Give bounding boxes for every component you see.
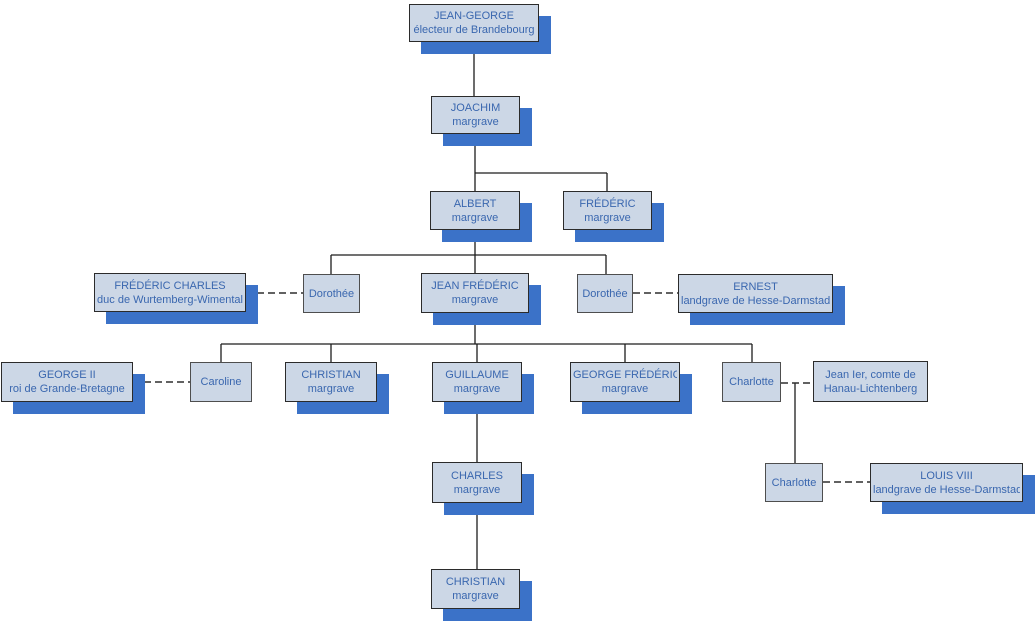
- node-george-ii[interactable]: GEORGE II roi de Grande-Bretagne: [1, 362, 133, 402]
- person-name: Charlotte: [729, 376, 774, 388]
- person-title: margrave: [452, 590, 499, 602]
- person-name: JEAN-GEORGE: [433, 10, 515, 22]
- person-name: FRÉDÉRIC: [579, 197, 636, 210]
- person-title: landgrave de Hesse-Darmstadt: [681, 294, 830, 307]
- person-name: FRÉDÉRIC CHARLES: [114, 279, 226, 292]
- person-name: JOACHIM: [450, 102, 501, 114]
- person-title: roi de Grande-Bretagne: [9, 383, 125, 395]
- person-title: margrave: [307, 383, 355, 395]
- person-name: GEORGE II: [38, 369, 96, 381]
- person-name: CHARLES: [451, 469, 503, 482]
- person-name: JEAN FRÉDÉRIC: [431, 280, 519, 292]
- person-title: margrave: [584, 211, 631, 224]
- person-title: margrave: [453, 483, 501, 496]
- person-title: margrave: [451, 294, 499, 306]
- person-name: LOUIS VIII: [920, 469, 973, 482]
- node-frederic[interactable]: FRÉDÉRIC margrave: [563, 191, 652, 230]
- person-title: duc de Wurtemberg-Wimental: [97, 293, 243, 306]
- node-christian-2[interactable]: CHRISTIAN margrave: [431, 569, 520, 609]
- person-name: Dorothée: [582, 287, 628, 300]
- person-title: Hanau-Lichtenberg: [823, 382, 918, 395]
- person-title: margrave: [451, 211, 499, 224]
- node-caroline[interactable]: Caroline: [190, 362, 252, 402]
- person-title: électeur de Brandebourg: [413, 24, 535, 36]
- person-name: ERNEST: [733, 280, 778, 293]
- person-name: CHRISTIAN: [301, 369, 361, 381]
- node-frederic-charles[interactable]: FRÉDÉRIC CHARLES duc de Wurtemberg-Wimen…: [94, 273, 246, 312]
- person-title: margrave: [453, 383, 501, 395]
- node-albert[interactable]: ALBERT margrave: [430, 191, 520, 230]
- node-jean-frederic[interactable]: JEAN FRÉDÉRIC margrave: [421, 273, 529, 313]
- node-charlotte-2[interactable]: Charlotte: [765, 463, 823, 502]
- node-charlotte-1[interactable]: Charlotte: [722, 362, 781, 402]
- node-louis-viii[interactable]: LOUIS VIII landgrave de Hesse-Darmstadt: [870, 463, 1023, 502]
- person-name: ALBERT: [453, 197, 497, 210]
- person-name: CHRISTIAN: [445, 576, 506, 588]
- node-dorothee-1[interactable]: Dorothée: [303, 274, 360, 313]
- person-name: Dorothée: [308, 287, 355, 300]
- person-name: GEORGE FRÉDÉRIC: [573, 369, 677, 381]
- node-jean-george[interactable]: JEAN-GEORGE électeur de Brandebourg: [409, 4, 539, 42]
- person-title: landgrave de Hesse-Darmstadt: [873, 483, 1020, 496]
- node-ernest[interactable]: ERNEST landgrave de Hesse-Darmstadt: [678, 274, 833, 313]
- node-joachim[interactable]: JOACHIM margrave: [431, 96, 520, 134]
- node-jean-ier[interactable]: Jean Ier, comte de Hanau-Lichtenberg: [813, 361, 928, 402]
- person-name: GUILLAUME: [445, 369, 509, 381]
- node-dorothee-2[interactable]: Dorothée: [577, 274, 633, 313]
- person-name: Jean Ier, comte de: [825, 368, 916, 381]
- person-title: margrave: [452, 116, 499, 128]
- node-charles[interactable]: CHARLES margrave: [432, 462, 522, 503]
- person-name: Caroline: [200, 376, 242, 388]
- node-george-frederic[interactable]: GEORGE FRÉDÉRIC margrave: [570, 362, 680, 402]
- person-title: margrave: [601, 383, 649, 395]
- person-name: Charlotte: [771, 476, 817, 489]
- node-guillaume[interactable]: GUILLAUME margrave: [432, 362, 522, 402]
- node-christian-1[interactable]: CHRISTIAN margrave: [285, 362, 377, 402]
